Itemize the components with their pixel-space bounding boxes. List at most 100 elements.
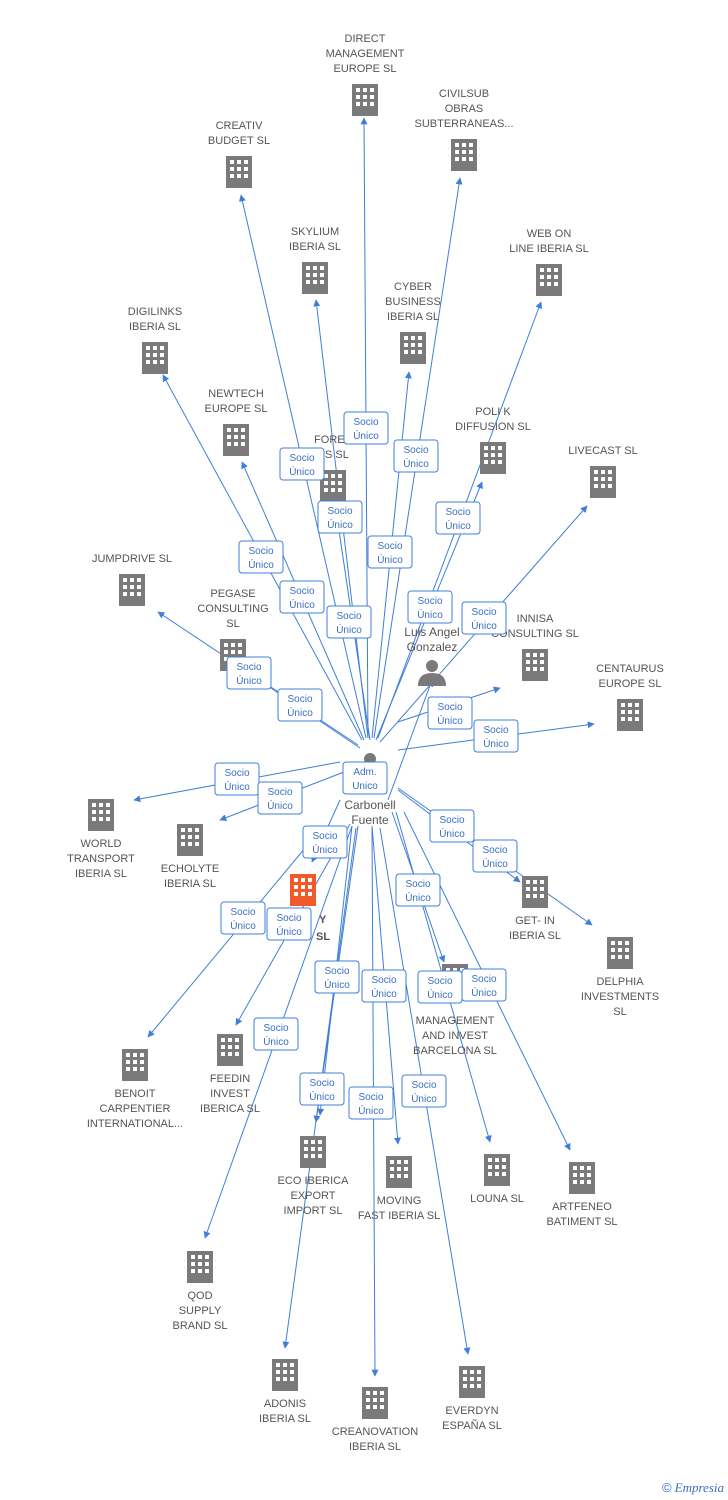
building-icon: [302, 262, 328, 294]
relation-label-text: Único: [471, 619, 497, 632]
node-label-line: CIVILSUB: [439, 88, 489, 100]
focus-company-node[interactable]: YSL: [290, 874, 330, 943]
relation-label-text: Socio: [405, 879, 430, 890]
building-icon: [122, 1049, 148, 1081]
node-label-line: QOD: [187, 1290, 212, 1302]
relation-label-box: [461, 601, 507, 635]
building-icon: [272, 1359, 298, 1391]
node-label-line: SL: [613, 1006, 626, 1018]
relation-label-box: [342, 761, 388, 795]
relation-label-text: Único: [327, 518, 353, 531]
relation-label-box: [395, 873, 441, 907]
relation-label[interactable]: Adm.Unico: [342, 761, 388, 795]
relation-label-text: Socio: [482, 845, 507, 856]
relation-label-box: [435, 501, 481, 535]
relation-label-text: Socio: [371, 975, 396, 986]
building-icon: [119, 574, 145, 606]
relation-label-text: Socio: [248, 546, 273, 557]
relation-label-box: [326, 605, 372, 639]
relation-label-text: Socio: [358, 1092, 383, 1103]
relation-label-box: [407, 590, 453, 624]
relation-label-box: [473, 719, 519, 753]
company-node-civilsub[interactable]: CIVILSUBOBRASSUBTERRANEAS...: [414, 88, 514, 171]
node-label-line: CREANOVATION: [332, 1426, 418, 1438]
relation-label-text: Socio: [276, 913, 301, 924]
relation-label-text: Único: [471, 986, 497, 999]
node-label-line: WEB ON: [527, 228, 572, 240]
focus-company-label: Y: [319, 914, 327, 926]
company-node-livecast[interactable]: LIVECAST SL: [568, 445, 638, 498]
relation-label-text: Socio: [309, 1078, 334, 1089]
company-node-jumpdrive[interactable]: JUMPDRIVE SL: [92, 553, 172, 606]
node-label-line: OBRAS: [445, 103, 484, 115]
relation-label-text: Socio: [224, 768, 249, 779]
building-icon: [484, 1154, 510, 1186]
node-label-line: SL: [226, 618, 239, 630]
company-node-louna[interactable]: LOUNA SL: [470, 1154, 524, 1205]
relation-labels-layer: SocioÚnicoSocioÚnicoSocioÚnicoSocioÚnico…: [214, 411, 519, 1120]
person-name-line: Gonzalez: [407, 640, 458, 654]
relation-label-text: Socio: [324, 966, 349, 977]
relation-label-text: Socio: [403, 445, 428, 456]
person-icon: [418, 660, 446, 686]
building-icon: [226, 156, 252, 188]
relation-label-text: Socio: [267, 787, 292, 798]
node-label-line: SKYLIUM: [291, 226, 339, 238]
company-node-benoit[interactable]: BENOITCARPENTIERINTERNATIONAL...: [87, 1049, 183, 1130]
